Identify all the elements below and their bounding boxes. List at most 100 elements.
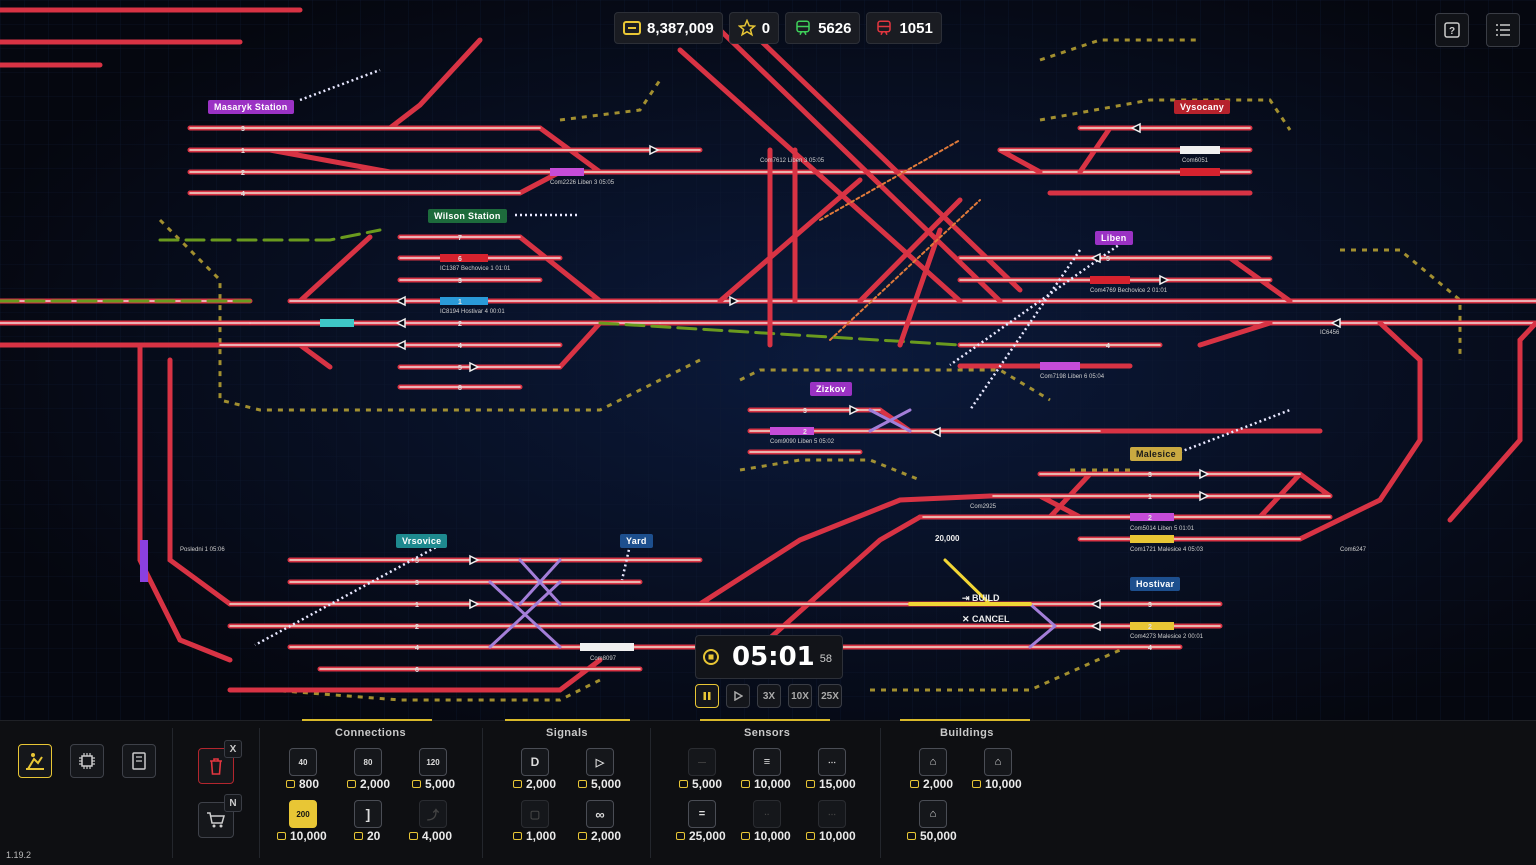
- track-120-button[interactable]: 120: [419, 748, 447, 776]
- sensor-6-price: 10,000: [806, 829, 856, 843]
- help-button[interactable]: ?: [1435, 13, 1469, 47]
- signal-play-price: 5,000: [578, 777, 621, 791]
- signal-lock-price: 1,000: [513, 829, 556, 843]
- svg-text:3: 3: [1148, 602, 1152, 609]
- svg-text:6: 6: [415, 667, 419, 674]
- list-icon: [1496, 24, 1510, 36]
- sensor-icon: ⋯: [828, 757, 836, 767]
- sensor-5-price: 10,000: [741, 829, 791, 843]
- building-2-button[interactable]: ⌂: [984, 748, 1012, 776]
- speed-25x-button[interactable]: 25X: [818, 684, 842, 708]
- warehouse-icon: ⌂: [929, 808, 937, 820]
- building-1-button[interactable]: ⌂: [919, 748, 947, 776]
- station-liben[interactable]: Liben: [1095, 231, 1133, 245]
- sensor-icon: —: [698, 757, 706, 767]
- railway-map[interactable]: Com2226 Liben 3 05:05 IC1387 Bechovice 1…: [0, 0, 1536, 720]
- track-40-price: 800: [286, 777, 319, 791]
- build-toolbar: [0, 720, 1536, 865]
- station-vysocany[interactable]: Vysocany: [1174, 100, 1231, 114]
- coin-icon: [676, 832, 685, 840]
- infinity-icon: ∞: [595, 806, 605, 822]
- signal-infinity-button[interactable]: ∞: [586, 800, 614, 828]
- station-hostivar[interactable]: Hostivar: [1130, 577, 1181, 591]
- wallet-icon: [623, 21, 641, 35]
- train-label: Com9090 Liben 5 05:02: [770, 439, 835, 445]
- station-yard[interactable]: Yard: [620, 534, 653, 548]
- svg-text:8: 8: [458, 385, 462, 392]
- sensor-6-button[interactable]: ⋯: [818, 800, 846, 828]
- delete-key: X: [224, 740, 242, 758]
- station-wilson[interactable]: Wilson Station: [428, 209, 507, 223]
- building-3-button[interactable]: ⌂: [919, 800, 947, 828]
- notes-button[interactable]: [122, 744, 156, 778]
- svg-text:2: 2: [1148, 515, 1152, 522]
- switch-button[interactable]: ⤴: [419, 800, 447, 828]
- sensor-2-button[interactable]: ≡: [753, 748, 781, 776]
- build-mode-button[interactable]: [18, 744, 52, 778]
- train-icon: [877, 20, 892, 36]
- build-label: BUILD: [972, 593, 1000, 603]
- svg-text:3: 3: [415, 580, 419, 587]
- sensor-4-button[interactable]: =: [688, 800, 716, 828]
- signal-lock-button[interactable]: ▢: [521, 800, 549, 828]
- speed-10x-button[interactable]: 10X: [788, 684, 812, 708]
- signal-d-price: 2,000: [513, 777, 556, 791]
- sensor-icon: ··: [764, 809, 770, 819]
- construction-icon: [26, 753, 44, 770]
- station-vrsovice[interactable]: Vrsovice: [396, 534, 448, 548]
- sensor-1-button[interactable]: —: [688, 748, 716, 776]
- track-40-button[interactable]: 40: [289, 748, 317, 776]
- svg-text:4: 4: [458, 343, 462, 350]
- sensor-icon: =: [698, 808, 706, 820]
- train-icon: [796, 20, 810, 36]
- coin-icon: [347, 780, 356, 788]
- signal-play-button[interactable]: ▷: [586, 748, 614, 776]
- station-masaryk[interactable]: Masaryk Station: [208, 100, 294, 114]
- stats-bar: 8,387,009 0 5626 1051: [614, 12, 942, 44]
- track-80-button[interactable]: 80: [354, 748, 382, 776]
- pause-icon: [703, 692, 711, 700]
- train-label: Com2925: [970, 504, 997, 510]
- train-label: Com4273 Malesice 2 00:01: [1130, 634, 1204, 640]
- sensor-3-button[interactable]: ⋯: [818, 748, 846, 776]
- sensor-5-button[interactable]: ··: [753, 800, 781, 828]
- buffer-button[interactable]: ]: [354, 800, 382, 828]
- toolbar-divider: [482, 728, 483, 858]
- train-label: Com2226 Liben 3 05:05: [550, 180, 615, 186]
- coin-icon: [741, 780, 750, 788]
- game-clock: 05:01 58: [695, 635, 843, 679]
- red-trains-value: 1051: [899, 19, 933, 37]
- station-zizkov[interactable]: Zizkov: [810, 382, 852, 396]
- signal-d-button[interactable]: D: [521, 748, 549, 776]
- svg-text:4: 4: [415, 645, 419, 652]
- svg-text:6: 6: [458, 256, 462, 263]
- play-button[interactable]: [726, 684, 750, 708]
- svg-text:4: 4: [1148, 645, 1152, 652]
- coin-icon: [972, 780, 981, 788]
- svg-text:3: 3: [803, 408, 807, 415]
- coin-icon: [578, 832, 587, 840]
- speed-3x-button[interactable]: 3X: [757, 684, 781, 708]
- train-label: Com8097: [590, 656, 617, 662]
- svg-text:2: 2: [1148, 624, 1152, 631]
- coin-icon: [679, 780, 688, 788]
- green-trains-value: 5626: [818, 19, 852, 37]
- green-trains-stat: 5626: [785, 12, 861, 44]
- pause-button[interactable]: [695, 684, 719, 708]
- chip-button[interactable]: [70, 744, 104, 778]
- signal-d-icon: D: [530, 755, 540, 769]
- coin-icon: [354, 832, 363, 840]
- cancel-action[interactable]: ✕ CANCEL: [962, 614, 1010, 625]
- track-200-price: 10,000: [277, 829, 327, 843]
- switch-price: 4,000: [409, 829, 452, 843]
- train-label: IC6456: [1320, 330, 1340, 336]
- track-200-button[interactable]: 200: [289, 800, 317, 828]
- toolbar-divider: [650, 728, 651, 858]
- build-action[interactable]: ⇥ BUILD: [962, 593, 1000, 604]
- train-label: Com6247: [1340, 547, 1367, 553]
- train-label: Posledni 1 05:06: [180, 547, 225, 553]
- menu-button[interactable]: [1486, 13, 1520, 47]
- stars-value: 0: [761, 19, 771, 37]
- station-malesice[interactable]: Malesice: [1130, 447, 1182, 461]
- track-80-price: 2,000: [347, 777, 390, 791]
